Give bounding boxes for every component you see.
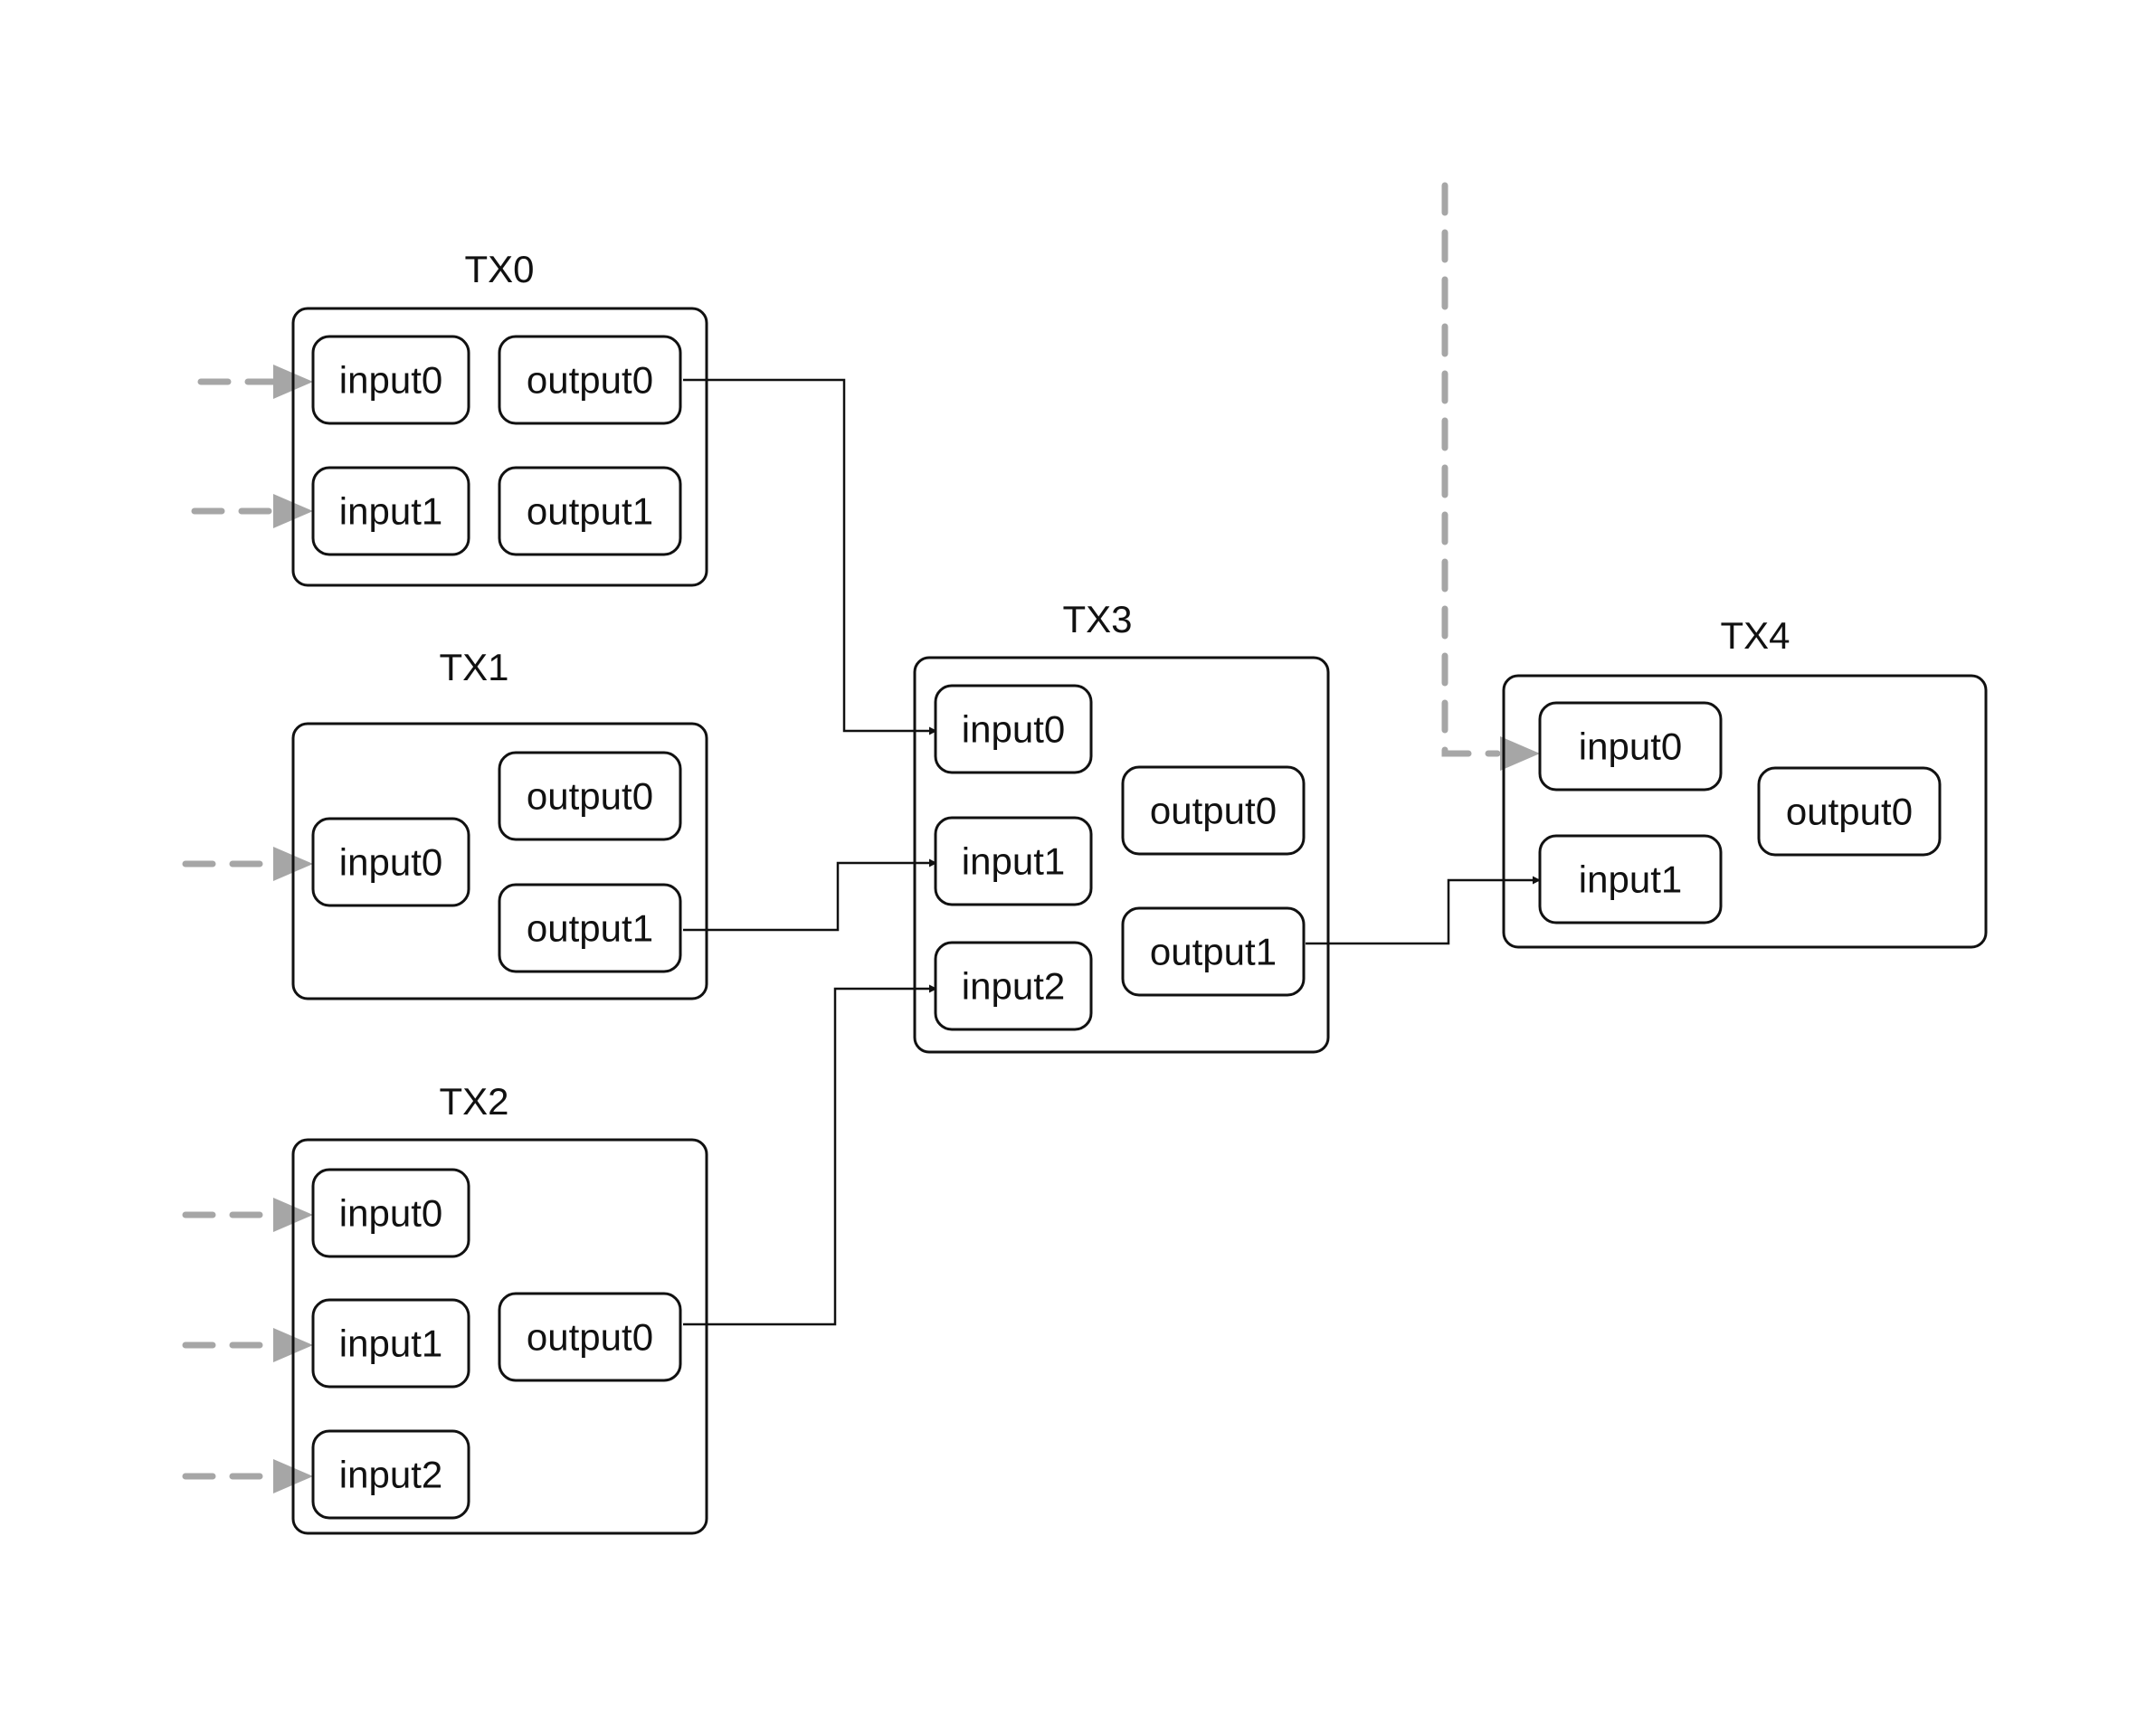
tx4-title: TX4 [1720,614,1790,657]
tx3-output1-label: output1 [1150,931,1277,973]
tx0-output0-label: output0 [527,359,653,402]
tx3-node: TX3 input0 input1 input2 output0 output1 [913,598,1330,1054]
tx3-input2-label: input2 [962,965,1065,1008]
tx0-box [291,307,708,587]
tx1-title: TX1 [439,646,508,688]
tx3-input1-label: input1 [962,840,1065,883]
tx2-output0[interactable]: output0 [498,1292,682,1382]
tx3-title: TX3 [1062,598,1132,640]
tx4-input1[interactable]: input1 [1538,834,1723,924]
tx1-input0[interactable]: input0 [311,817,470,907]
tx3-input0-label: input0 [962,708,1065,751]
tx2-input2-label: input2 [339,1454,442,1496]
tx2-input1[interactable]: input1 [311,1298,470,1389]
tx0-node: TX0 input0 input1 output0 output1 [291,248,708,587]
tx1-box [291,722,708,1000]
tx1-output1-label: output1 [527,907,653,950]
external-link-tx4-input0 [1441,182,1501,757]
tx0-output1[interactable]: output1 [498,466,682,556]
tx0-title: TX0 [464,248,534,290]
connection-tx0-output0-to-tx3-input0 [683,378,937,735]
tx0-input1[interactable]: input1 [311,466,470,556]
tx1-output0[interactable]: output0 [498,751,682,841]
tx0-input1-label: input1 [339,490,442,533]
tx4-box [1502,674,1988,949]
connection-tx1-output1-to-tx3-input1 [683,858,937,932]
connection-tx3-output1-to-tx4-input1 [1306,876,1541,945]
tx4-output0[interactable]: output0 [1757,766,1942,857]
tx1-input0-label: input0 [339,841,442,884]
tx2-output0-label: output0 [527,1316,653,1359]
external-arrowhead-icon [1500,736,1540,771]
tx2-input1-label: input1 [339,1323,442,1365]
tx2-input2[interactable]: input2 [311,1429,470,1520]
tx2-node: TX2 input0 input1 input2 output0 [291,1080,708,1535]
tx0-output1-label: output1 [527,490,653,533]
tx2-input0-label: input0 [339,1192,442,1235]
tx3-output0-label: output0 [1150,790,1277,832]
tx2-title: TX2 [439,1080,508,1123]
tx4-input1-label: input1 [1579,858,1682,901]
tx1-output0-label: output0 [527,775,653,818]
tx3-input2[interactable]: input2 [934,941,1093,1031]
tx3-box [913,656,1330,1054]
tx3-output1[interactable]: output1 [1121,906,1306,997]
tx1-output1[interactable]: output1 [498,883,682,973]
tx4-output0-label: output0 [1786,791,1913,833]
connection-tx2-output0-to-tx3-input2 [683,984,937,1326]
tx2-input0[interactable]: input0 [311,1168,470,1258]
tx4-node: TX4 input0 input1 output0 [1502,614,1988,949]
tx2-box [291,1138,708,1535]
connections [683,378,1541,1326]
tx0-input0-label: input0 [339,359,442,402]
tx4-input0[interactable]: input0 [1538,701,1723,792]
tx0-output0[interactable]: output0 [498,335,682,425]
tx3-input1[interactable]: input1 [934,816,1093,906]
tx3-input0[interactable]: input0 [934,684,1093,774]
tx1-node: TX1 input0 output0 output1 [291,646,708,1000]
tx3-output0[interactable]: output0 [1121,765,1306,856]
tx4-input0-label: input0 [1579,725,1682,768]
tx0-input0[interactable]: input0 [311,335,470,425]
